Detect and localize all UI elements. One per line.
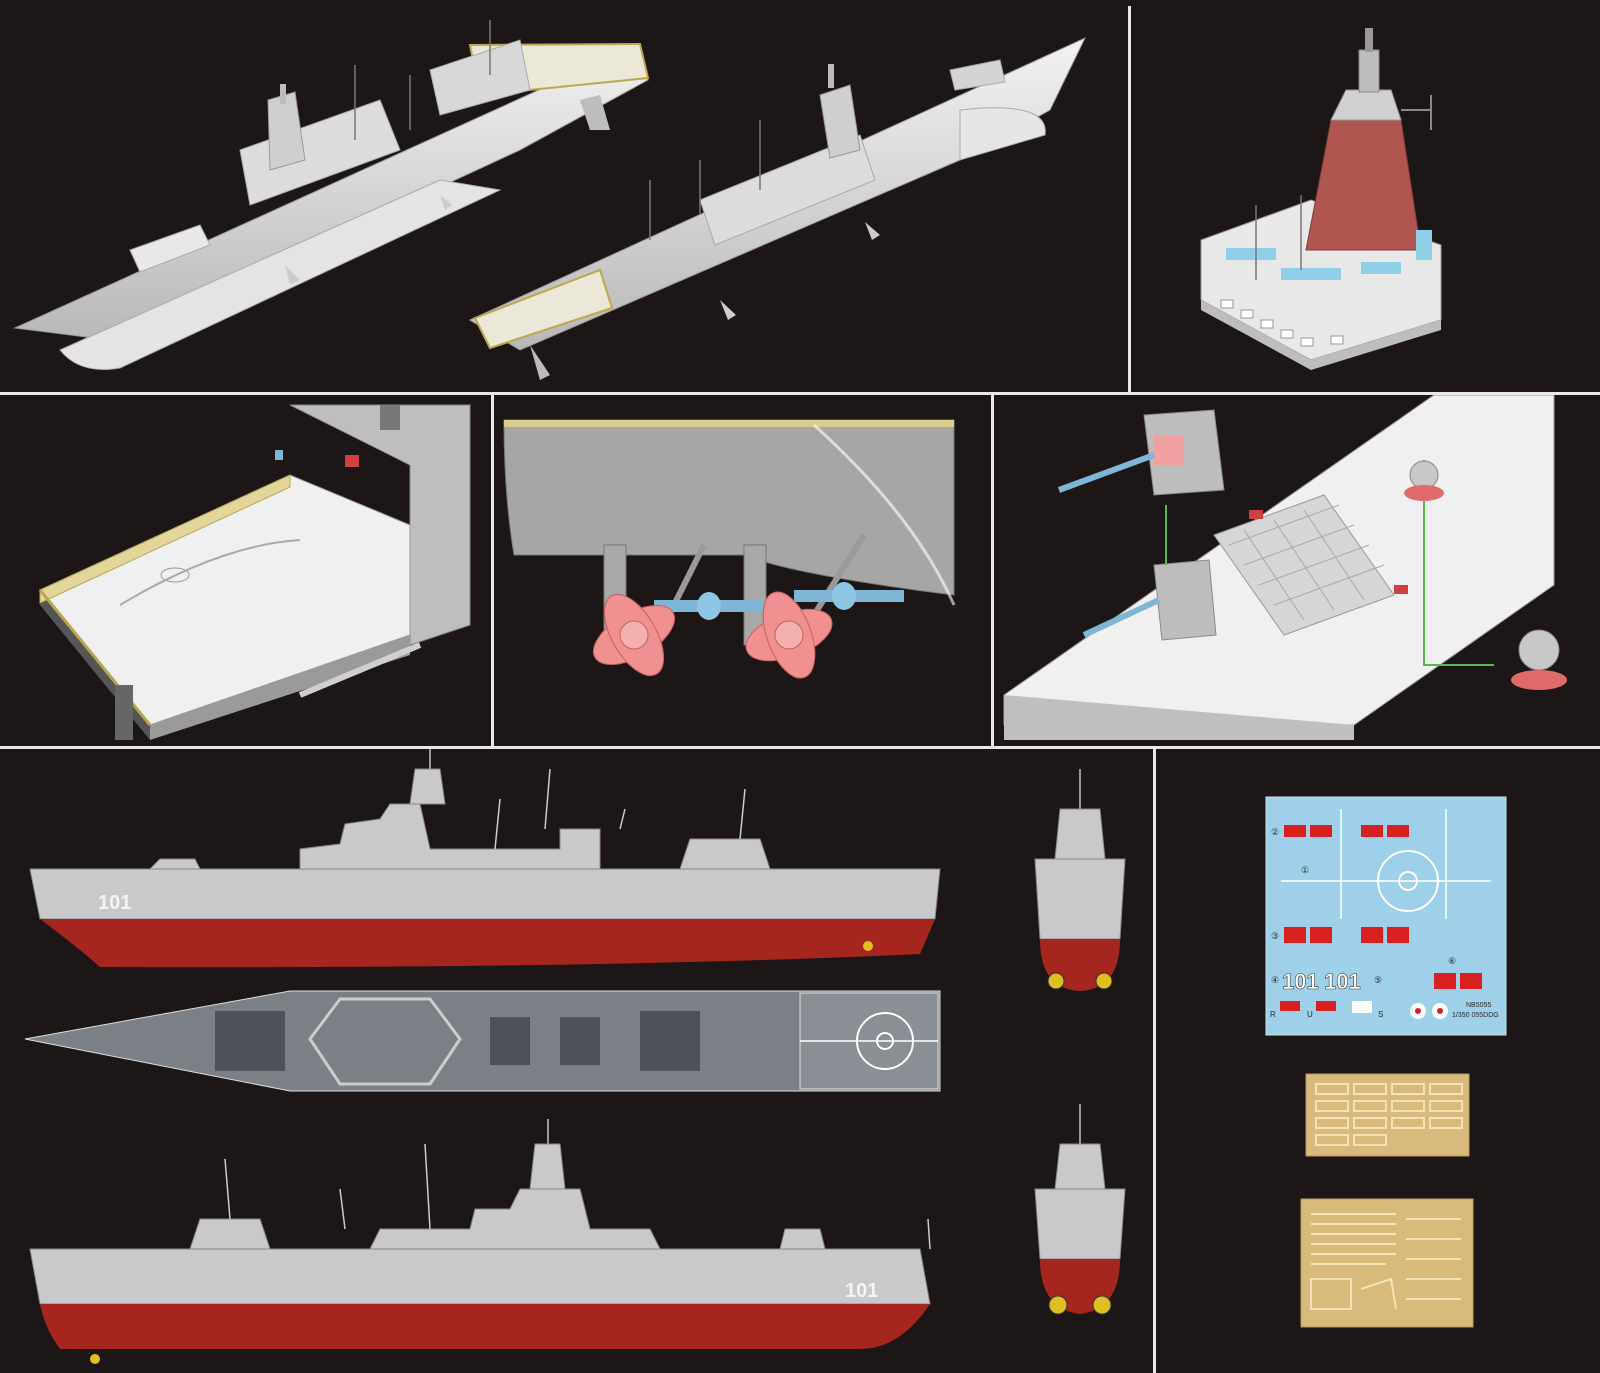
hull-number-starboard: 101 — [98, 892, 131, 914]
decal-hull-number-2: 101 — [1324, 969, 1361, 994]
decal-letter-r: R — [1270, 1010, 1276, 1019]
bow-view — [1034, 1104, 1126, 1315]
divider-horizontal-bottom — [0, 746, 1600, 749]
decal-product-code: NB5055 — [1466, 1002, 1491, 1009]
stern-view — [1034, 769, 1126, 991]
panel-isometric-ships — [0, 0, 1126, 390]
divider-mid-2 — [991, 395, 994, 747]
plan-view-deck — [24, 990, 941, 1092]
panel-propeller-closeup — [494, 395, 989, 746]
profile-starboard: 101 — [29, 749, 941, 968]
decal-hull-number-1: 101 — [1282, 969, 1319, 994]
panel-profile-plan-views: 101 — [0, 749, 1151, 1373]
decal-sheet: ② ① ③ ④ ⑤ ⑥ 101 101 R U S NB5055 1/350 0… — [1265, 796, 1507, 1036]
ship-render-left — [13, 20, 650, 371]
profile-port: 101 — [29, 1119, 931, 1364]
divider-horizontal-top — [0, 392, 1600, 395]
divider-mid-1 — [491, 395, 494, 747]
divider-vertical-bottom — [1153, 749, 1156, 1373]
gun-vls-render — [1003, 395, 1567, 740]
divider-vertical-top — [1128, 6, 1131, 394]
decal-index-5: ⑤ — [1374, 975, 1382, 985]
panel-mast-closeup — [1131, 0, 1600, 390]
hull-number-port: 101 — [845, 1280, 878, 1302]
decal-index-3: ③ — [1271, 931, 1279, 941]
decal-letter-u: U — [1307, 1010, 1313, 1019]
decal-index-4: ④ — [1271, 975, 1279, 985]
propeller-render — [503, 419, 956, 679]
isometric-ships-render — [13, 20, 1087, 380]
decal-index-2: ② — [1271, 827, 1279, 837]
propeller-left — [593, 594, 675, 676]
panel-gun-vls-closeup — [994, 395, 1600, 746]
photo-etch-sheet-railings — [1305, 1073, 1470, 1157]
photo-etch-sheet-details — [1300, 1198, 1474, 1328]
propeller-right — [745, 591, 833, 679]
profile-plan-render: 101 — [24, 749, 1126, 1364]
decal-letter-s: S — [1378, 1010, 1383, 1019]
panel-flight-deck-closeup — [0, 395, 489, 746]
mast-closeup-render — [1200, 28, 1442, 370]
plan-vls-blocks — [215, 1011, 700, 1071]
ship-render-right — [468, 36, 1087, 380]
panel-accessories: ② ① ③ ④ ⑤ ⑥ 101 101 R U S NB5055 1/350 0… — [1156, 749, 1600, 1373]
accessories-render: ② ① ③ ④ ⑤ ⑥ 101 101 R U S NB5055 1/350 0… — [1265, 796, 1507, 1328]
decal-index-1: ① — [1301, 865, 1309, 875]
flight-deck-render — [38, 404, 471, 740]
decal-scale-label: 1/350 055DDG — [1452, 1012, 1499, 1019]
decal-index-6: ⑥ — [1448, 956, 1456, 966]
